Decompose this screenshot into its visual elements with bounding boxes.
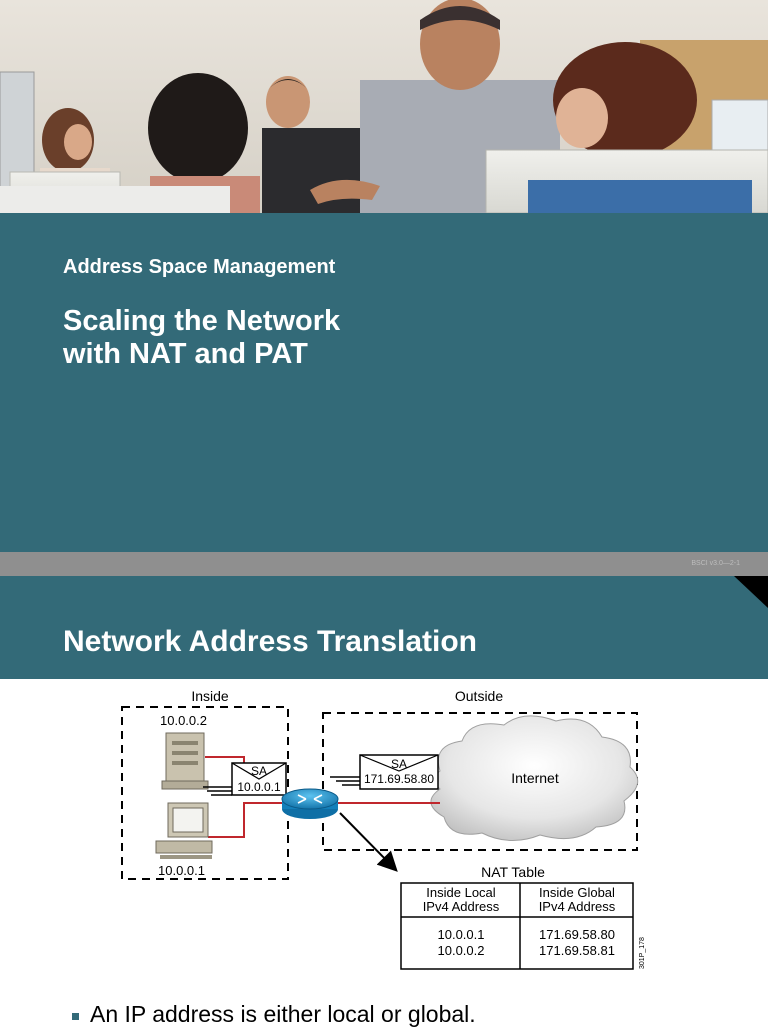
nat-header-local-2: IPv4 Address [423, 899, 500, 914]
outside-packet-addr: 171.69.58.80 [364, 772, 434, 786]
figure-code: 301P_178 [639, 937, 646, 969]
internet-label: Internet [511, 770, 559, 786]
inside-packet-envelope: SA 10.0.0.1 [203, 762, 287, 796]
server-icon [161, 732, 209, 790]
classroom-photo-illustration [0, 0, 768, 213]
slide-title: Scaling the Network with NAT and PAT [63, 305, 340, 371]
nat-table-title: NAT Table [481, 864, 545, 880]
bullet-item: An IP address is either local or global. [72, 1000, 762, 1030]
slide-title-line1: Scaling the Network [63, 305, 341, 337]
pc-icon [155, 802, 213, 859]
slide-subtitle: Address Space Management [63, 256, 336, 278]
nat-cell: 10.0.0.2 [438, 943, 485, 958]
corner-triangle-decoration [734, 576, 768, 608]
router-to-nat-arrow [339, 812, 398, 872]
inside-label: Inside [191, 688, 229, 704]
outside-packet-sa: SA [391, 757, 407, 771]
slide2-header: Network Address Translation [0, 576, 768, 679]
slide-footer-bar: BSCI v3.0—2-1 [0, 552, 768, 576]
link-pc-router [208, 802, 284, 838]
nat-table: Inside Local IPv4 Address Inside Global … [400, 882, 634, 970]
outside-label: Outside [455, 688, 503, 704]
nat-header-local-1: Inside Local [426, 885, 495, 900]
bullet-square-icon [72, 1013, 79, 1020]
bullet-text: An IP address is either local or global. [90, 1001, 476, 1027]
internet-cloud: Internet [430, 715, 639, 841]
slide-title-line2: with NAT and PAT [63, 338, 308, 370]
inside-packet-addr: 10.0.0.1 [237, 780, 281, 794]
server-ip-label: 10.0.0.2 [160, 713, 207, 728]
nat-cell: 171.69.58.80 [539, 927, 615, 942]
slide1-title-area: Address Space Management Scaling the Net… [0, 213, 768, 552]
inside-packet-sa: SA [251, 764, 267, 778]
pc-ip-label: 10.0.0.1 [158, 863, 205, 878]
nat-cell: 10.0.0.1 [438, 927, 485, 942]
nat-diagram-svg: Inside Outside Internet 10.0.0.2 [121, 688, 646, 970]
classroom-photo [0, 0, 768, 213]
nat-header-global-2: IPv4 Address [539, 899, 616, 914]
nat-diagram: Inside Outside Internet 10.0.0.2 [0, 679, 768, 979]
outside-packet-envelope: SA 171.69.58.80 [330, 754, 439, 790]
router-icon [281, 788, 339, 819]
slide2-title: Network Address Translation [63, 625, 477, 658]
nat-header-global-1: Inside Global [539, 885, 615, 900]
nat-cell: 171.69.58.81 [539, 943, 615, 958]
slide-footer-text: BSCI v3.0—2-1 [691, 560, 740, 567]
